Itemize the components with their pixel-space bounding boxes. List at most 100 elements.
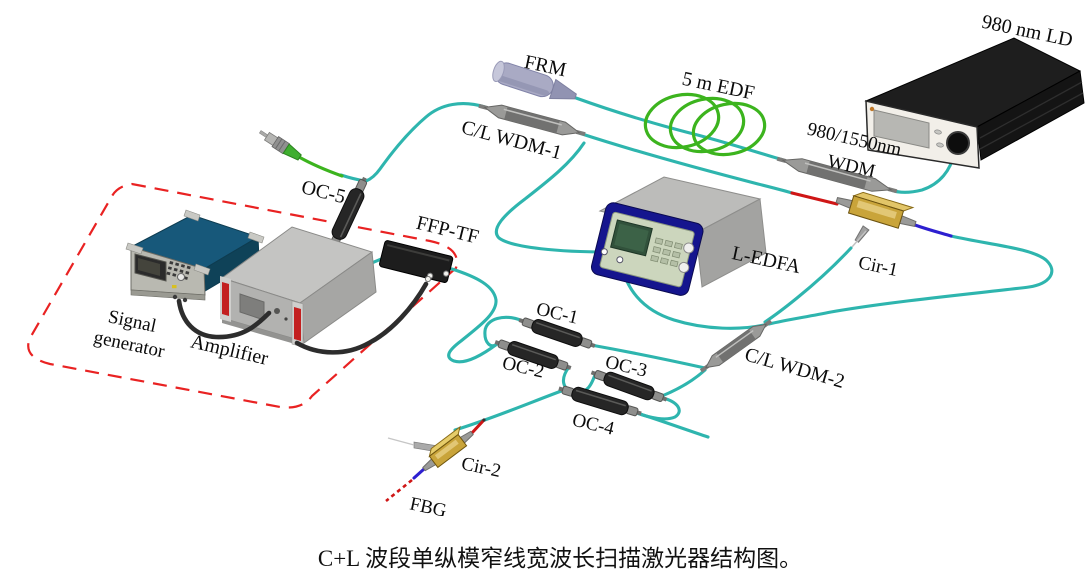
ld-button xyxy=(934,129,942,135)
amp-port xyxy=(284,317,288,321)
oc3-body xyxy=(603,371,655,401)
fiber-ld-to-pumpwdm xyxy=(889,151,956,194)
l-edfa-component xyxy=(590,176,767,296)
ffp-body xyxy=(379,240,454,283)
ld-indicator-led xyxy=(869,106,875,112)
siggen-corner-bracket xyxy=(193,263,211,276)
fiber-oc4-left-tail xyxy=(453,388,566,432)
ld-button xyxy=(936,142,944,148)
fiber-ledfa-to-wdm2 xyxy=(619,259,766,330)
oc5-highlight xyxy=(339,193,362,238)
oc1-component xyxy=(518,317,596,349)
ledfa-knob xyxy=(683,242,695,254)
fiber-ffp-to-oc2 xyxy=(447,267,499,364)
cable-amp-to-ffp xyxy=(294,281,429,355)
ld-side-face xyxy=(976,70,1085,161)
fbg-dashed-fiber xyxy=(385,478,413,503)
ledfa-port xyxy=(616,256,624,264)
edf-coil-loop xyxy=(668,96,746,154)
red-fiber-paths xyxy=(469,191,839,436)
dashed-boundary-box xyxy=(27,182,459,409)
fiber-cir1-loop-to-wdm2 xyxy=(767,234,1054,326)
wdm1-highlight xyxy=(503,108,562,126)
oc4-component xyxy=(558,385,642,417)
siggen-corner-bracket xyxy=(125,242,144,255)
siggen-screen-inner xyxy=(138,258,160,276)
frm-component xyxy=(492,60,577,100)
cl-wdm2-component xyxy=(699,319,773,373)
amplifier-component xyxy=(220,226,377,348)
ffp-tf-component xyxy=(379,240,454,283)
siggen-knob xyxy=(177,273,185,281)
cir2-body-highlight xyxy=(434,439,459,460)
siggen-corner-bracket xyxy=(247,231,265,244)
ld-chassis-line xyxy=(979,92,1084,150)
ld-knob xyxy=(946,131,970,155)
output-connector xyxy=(258,130,302,161)
edf-coil xyxy=(643,92,767,157)
wdm2-center-band xyxy=(716,329,756,363)
fiber-output-pigtail xyxy=(297,155,344,178)
ld-component xyxy=(864,37,1085,169)
oc1-highlight xyxy=(535,321,580,339)
fiber-oc1-to-wdm2 xyxy=(589,343,707,370)
fiber-loop-oc1-oc2 xyxy=(483,315,525,348)
ld-chassis-line xyxy=(979,81,1083,139)
signal-generator-component xyxy=(125,209,265,303)
ledfa-keypad xyxy=(650,237,683,268)
connector-knurl xyxy=(278,140,286,152)
teal-fiber-paths xyxy=(321,96,1054,439)
frm-taper xyxy=(548,78,577,100)
connector-knurl xyxy=(274,138,283,150)
connector-green-boot xyxy=(282,143,302,161)
cir2-red-fiber-tip xyxy=(482,418,486,422)
ffp-drive-port xyxy=(424,275,432,283)
ledfa-port xyxy=(600,248,608,256)
fiber-frm-to-edf xyxy=(574,96,785,162)
ledfa-screen-glow xyxy=(614,223,649,253)
amp-knob xyxy=(274,308,280,314)
figure-caption: C+L 波段单纵模窄线宽波长扫描激光器结构图。 xyxy=(318,546,802,571)
siggen-output-port xyxy=(182,297,188,303)
siggen-output-port xyxy=(172,294,178,300)
amp-base xyxy=(222,318,302,346)
oc3-highlight xyxy=(608,374,652,392)
fiber-oc4-right-tail xyxy=(635,411,710,439)
cir1-middle-needle xyxy=(851,230,867,248)
fiber-blue-cir2-port xyxy=(412,467,426,480)
oc2-component xyxy=(494,339,572,371)
fiber-ledfa-to-wdm1 xyxy=(494,141,609,254)
cir2-component xyxy=(387,418,486,472)
ffp-port xyxy=(442,270,450,277)
electrical-cables xyxy=(176,281,429,355)
pumpwdm-highlight xyxy=(804,162,871,182)
siggen-yellow-button xyxy=(172,285,177,289)
cable-siggen-to-amp xyxy=(176,298,272,340)
oc3-component xyxy=(590,369,668,403)
oc2-highlight xyxy=(511,343,556,361)
siggen-corner-bracket xyxy=(183,209,201,222)
edf-coil-loop xyxy=(691,101,767,157)
fiber-red-into-cir1 xyxy=(790,191,839,206)
fiber-blue-cir1-port xyxy=(913,223,953,238)
frm-end-cap xyxy=(492,60,505,83)
edf-coil-loop xyxy=(643,92,721,150)
blue-fiber-paths xyxy=(412,223,953,480)
oc4-highlight xyxy=(575,389,626,407)
fiber-red-cir2-port xyxy=(469,419,485,436)
pump-wdm-component xyxy=(776,156,898,194)
ffp-top-edge xyxy=(387,244,450,262)
ledfa-knob xyxy=(678,261,690,273)
frm-shade xyxy=(495,74,550,97)
cir1-body-highlight xyxy=(856,200,897,219)
amp-red-handle xyxy=(222,282,229,316)
ledfa-side-face xyxy=(695,198,767,288)
fiber-cir1-mid-to-wdm2 xyxy=(763,246,853,324)
cir1-middle-port xyxy=(854,225,870,243)
cl-wdm1-component xyxy=(478,103,586,137)
ld-display xyxy=(873,109,930,149)
siggen-button-grid xyxy=(166,261,191,280)
cir2-middle-needle xyxy=(387,437,415,446)
fiber-wdm1-to-oc5 xyxy=(364,102,487,183)
